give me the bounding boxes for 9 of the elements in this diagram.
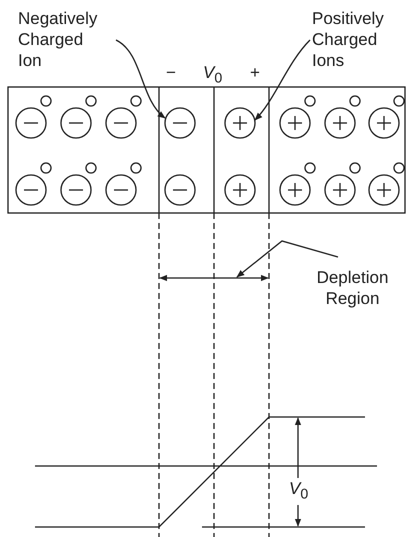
callout-text: Positively Charged Ions bbox=[312, 8, 402, 71]
leader-line bbox=[236, 240, 338, 278]
minus-sign: − bbox=[166, 62, 176, 83]
callout-text: Negatively Charged Ion bbox=[18, 8, 108, 71]
leader-line bbox=[116, 39, 166, 119]
callout-text: Depletion Region bbox=[300, 267, 405, 309]
voltage-label: V$_{0}$ bbox=[203, 62, 222, 88]
plus-sign: + bbox=[250, 62, 260, 83]
leader-line bbox=[254, 40, 310, 121]
